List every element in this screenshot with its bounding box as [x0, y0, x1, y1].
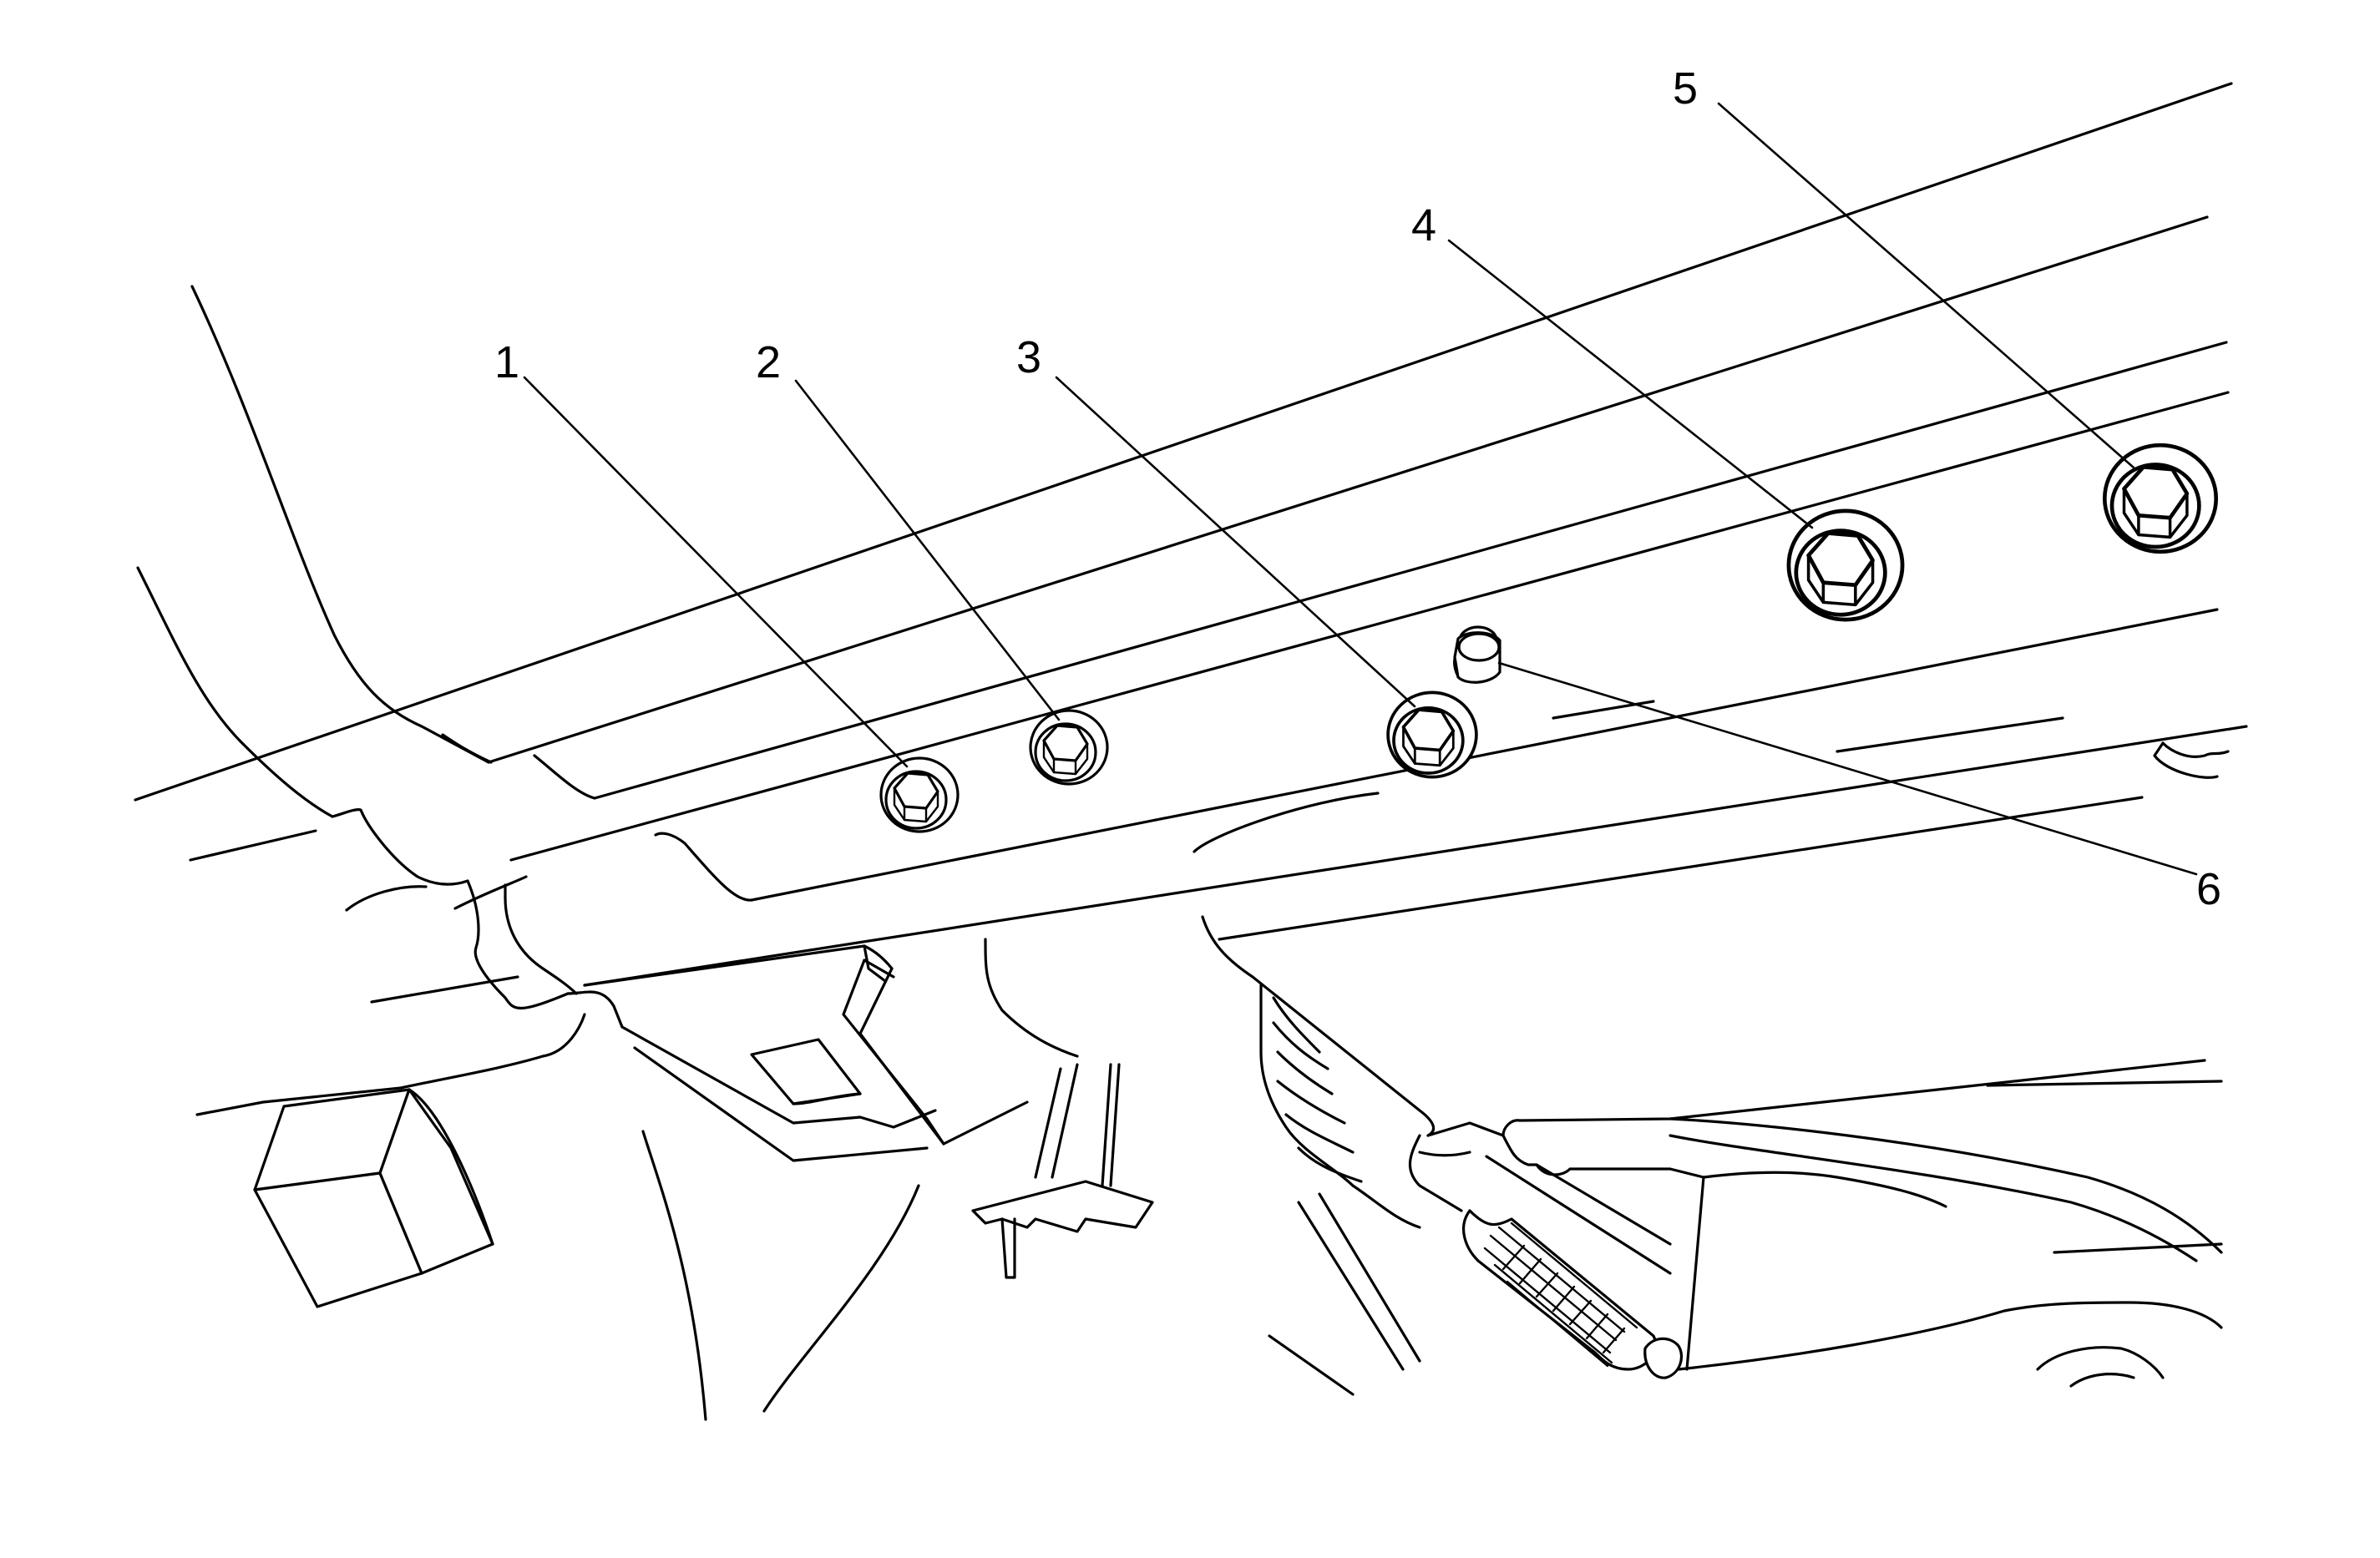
leader-line-6: [1497, 661, 2198, 876]
leader-line-3: [1055, 376, 1416, 708]
leader-line-4: [1447, 239, 1814, 529]
wheel-arch: [136, 285, 624, 1029]
leader-lines: [523, 102, 2198, 876]
lower-bracket-block: [253, 1088, 494, 1308]
bolt-2: [1029, 709, 1109, 786]
callout-5: 5: [1673, 63, 1698, 114]
callout-labels: 1 2 3 4 5 6: [494, 63, 2221, 914]
callout-2: 2: [756, 337, 781, 387]
drive-tube: [1201, 915, 1684, 1396]
leader-line-2: [794, 379, 1061, 721]
leader-line-1: [523, 376, 909, 768]
bolt-4: [1786, 508, 1905, 622]
bolt-1: [879, 756, 960, 833]
cable-bracket: [971, 1063, 1154, 1279]
lower-sill: [195, 944, 937, 1129]
bolt-5: [2102, 443, 2219, 554]
callout-1: 1: [494, 337, 519, 387]
locating-pin-6: [1453, 625, 1501, 684]
underbody-module: [633, 938, 1079, 1421]
callout-6: 6: [2196, 864, 2221, 914]
bolt-3: [1386, 690, 1478, 779]
leader-line-5: [1717, 102, 2135, 469]
callout-4: 4: [1411, 200, 1436, 250]
frame-rail: [134, 82, 2248, 1004]
rear-suspension: [1418, 1059, 2223, 1388]
callout-3: 3: [1016, 332, 1041, 382]
